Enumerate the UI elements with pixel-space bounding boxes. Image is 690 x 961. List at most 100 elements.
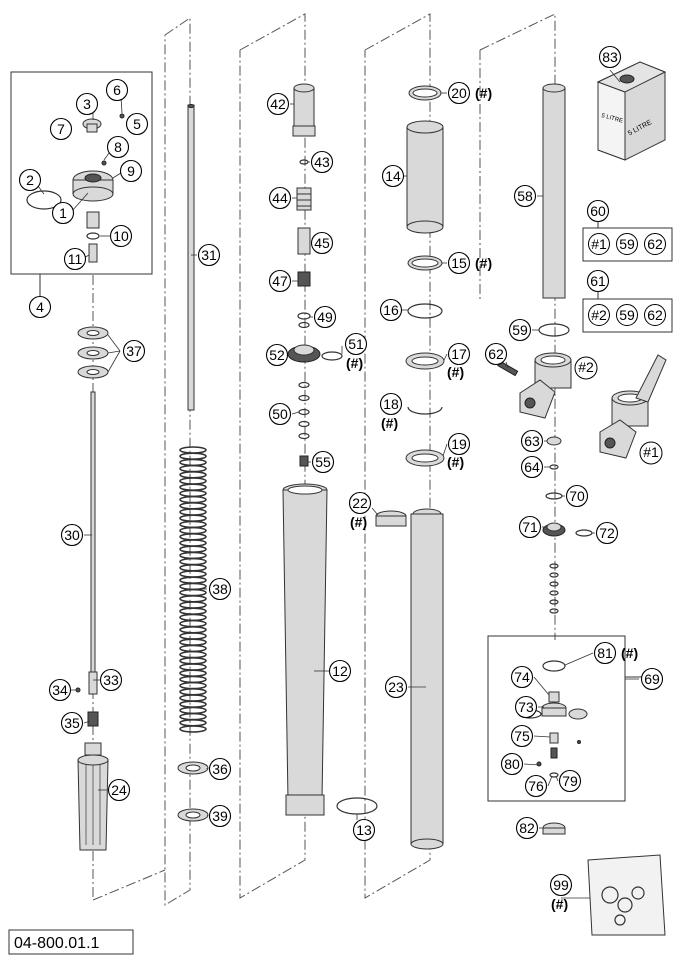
spring-coil — [179, 700, 207, 709]
callout-number: 63 — [524, 433, 540, 449]
callout-number: 61 — [590, 273, 606, 289]
callout-circle — [208, 804, 232, 828]
callout-number: 74 — [514, 669, 530, 685]
spring-coil — [179, 570, 207, 578]
callout-number: 79 — [562, 773, 578, 789]
callout-circle — [508, 318, 532, 342]
spring-coil — [179, 526, 207, 535]
callout-number: 37 — [126, 343, 142, 359]
callout-number: 2 — [26, 172, 34, 188]
callout-circle — [520, 455, 544, 479]
callout-circle — [208, 577, 232, 601]
inner-tube-23 — [410, 508, 444, 850]
callout-number: 24 — [111, 782, 127, 798]
hash-note: (#) — [621, 645, 638, 661]
spring-coil — [179, 446, 207, 454]
callout-circle — [518, 515, 542, 539]
callout-circle — [586, 199, 610, 223]
spring-coil — [179, 644, 207, 653]
callout-circle — [520, 429, 544, 453]
kit-item-label: 59 — [619, 307, 635, 323]
callout-number: 31 — [201, 247, 217, 263]
axle-clamp-2 — [497, 352, 572, 419]
callout-number: 55 — [315, 454, 331, 470]
callout-circle — [549, 873, 573, 897]
spring-coil — [179, 464, 207, 473]
callout-circle — [99, 668, 123, 692]
tube-58 — [538, 83, 570, 337]
spring-coil — [179, 663, 207, 671]
kit-item-label: 59 — [619, 236, 635, 252]
oil-can-83: 5 LITRE 5 LITRE — [596, 61, 667, 161]
spring-coil — [179, 619, 207, 628]
callout-circle — [513, 184, 537, 208]
callout-number: 8 — [114, 139, 122, 155]
spring-coil — [179, 532, 207, 541]
callout-circle — [447, 251, 471, 275]
callout-circle — [484, 342, 508, 366]
callout-circle — [593, 641, 617, 665]
callout-circle — [60, 711, 84, 735]
callout-number: 83 — [602, 49, 618, 65]
spring-coil — [179, 470, 207, 479]
callout-circle — [49, 117, 73, 141]
kit-item-circle — [616, 233, 638, 255]
leader-line — [547, 775, 553, 787]
kit-item-circle — [644, 233, 666, 255]
kit-item-circle — [616, 304, 638, 326]
spring-coil — [179, 582, 207, 591]
bushings-and-seals — [375, 85, 445, 527]
callout-number: 59 — [512, 322, 528, 338]
callout-layer: 123456789101112131415(#)1617(#)18(#)19(#… — [18, 45, 666, 912]
callout-circle — [107, 778, 131, 802]
kit-box-60 — [582, 227, 673, 262]
callout-circle — [266, 92, 290, 116]
fork-spring-38 — [179, 446, 207, 733]
callout-circle — [51, 201, 75, 225]
spring-coil — [179, 477, 207, 485]
callout-number: 9 — [127, 163, 135, 179]
kit-item-circle — [588, 304, 610, 326]
callout-circle — [352, 818, 376, 842]
callout-number: 39 — [212, 808, 228, 824]
callout-circle — [595, 521, 619, 545]
callout-number: 1 — [59, 205, 67, 221]
callout-number: 23 — [388, 679, 404, 695]
callout-number: 12 — [332, 663, 348, 679]
callout-circle — [381, 164, 405, 188]
leader-line — [371, 507, 379, 516]
leader-line — [555, 775, 559, 782]
callout-number: 52 — [269, 347, 285, 363]
callout-circle — [208, 757, 232, 781]
leader-line — [609, 69, 621, 83]
outer-tube-12 — [282, 483, 378, 816]
callout-circle — [28, 295, 52, 319]
spring-coil — [179, 594, 207, 603]
kit-item-circle — [644, 304, 666, 326]
callout-number: 76 — [528, 778, 544, 794]
leader-line — [107, 334, 121, 352]
callout-number: 13 — [356, 822, 372, 838]
callout-circle — [447, 81, 471, 105]
leader-line — [564, 652, 594, 666]
kit-mark-label: #1 — [643, 444, 659, 460]
callout-number: 81 — [597, 645, 613, 661]
callout-number: 34 — [52, 682, 68, 698]
spring-coil — [179, 545, 207, 554]
callout-number: 33 — [103, 672, 119, 688]
hash-note: (#) — [381, 415, 398, 431]
callout-circle — [18, 168, 42, 192]
kit-mark-circle — [574, 356, 598, 380]
drawing-number-box — [8, 929, 134, 955]
callout-number: 62 — [488, 346, 504, 362]
hash-note: (#) — [551, 896, 568, 912]
can-label-side: 5 LITRE — [601, 113, 624, 124]
callout-number: 82 — [519, 820, 535, 836]
callout-number: 3 — [83, 96, 91, 112]
callout-number: 20 — [451, 85, 467, 101]
drawing-number: 04-800.01.1 — [14, 935, 100, 952]
spring-coil — [179, 632, 207, 640]
callout-circle — [524, 774, 548, 798]
spring-coil — [179, 563, 207, 572]
